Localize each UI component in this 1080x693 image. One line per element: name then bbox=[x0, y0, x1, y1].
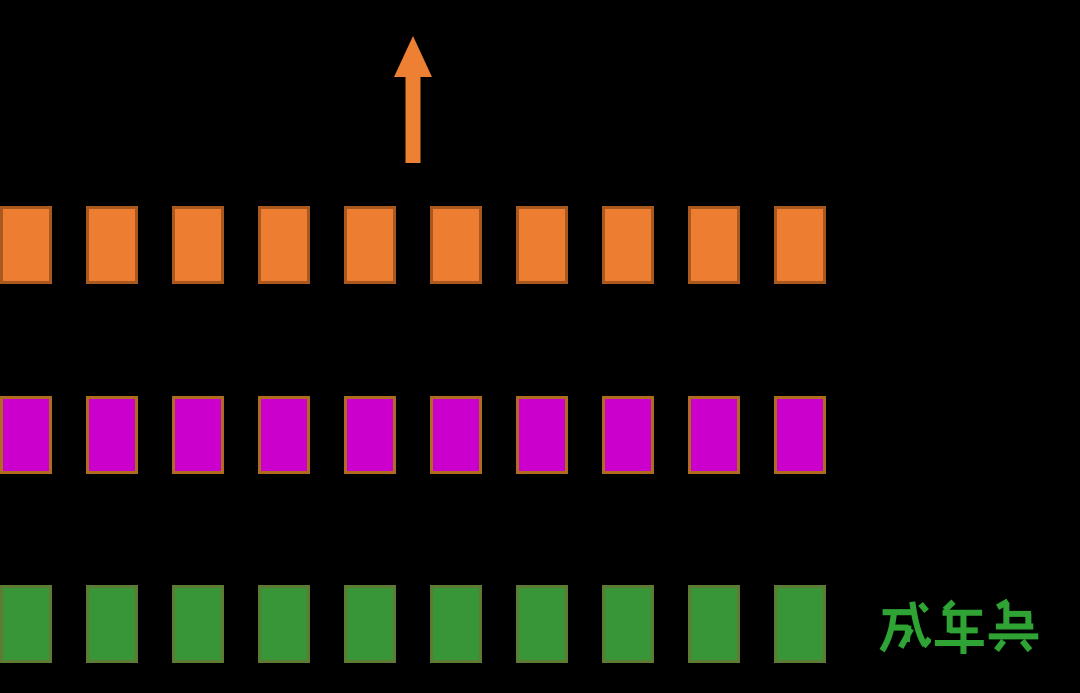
green-row-label: 成年兵 bbox=[876, 598, 1041, 655]
magenta-row-unit bbox=[430, 396, 482, 474]
green-unit-row bbox=[0, 585, 826, 663]
orange-row-unit bbox=[516, 206, 568, 284]
orange-row-unit bbox=[86, 206, 138, 284]
up-arrow-icon bbox=[383, 33, 443, 163]
orange-row-unit bbox=[258, 206, 310, 284]
magenta-row-unit bbox=[86, 396, 138, 474]
green-row-unit bbox=[172, 585, 224, 663]
green-row-unit bbox=[430, 585, 482, 663]
up-arrow-shape bbox=[394, 36, 432, 163]
magenta-unit-row bbox=[0, 396, 826, 474]
magenta-row-unit bbox=[344, 396, 396, 474]
glyph-nian bbox=[934, 599, 984, 654]
orange-row-unit bbox=[0, 206, 52, 284]
magenta-row-unit bbox=[258, 396, 310, 474]
magenta-row-unit bbox=[516, 396, 568, 474]
orange-row-unit bbox=[344, 206, 396, 284]
orange-row-unit bbox=[774, 206, 826, 284]
green-row-unit bbox=[516, 585, 568, 663]
orange-row-unit bbox=[688, 206, 740, 284]
magenta-row-unit bbox=[172, 396, 224, 474]
green-row-unit bbox=[86, 585, 138, 663]
magenta-row-unit bbox=[688, 396, 740, 474]
up-arrow-svg bbox=[394, 36, 432, 163]
green-row-unit bbox=[0, 585, 52, 663]
green-row-unit bbox=[602, 585, 654, 663]
orange-row-unit bbox=[172, 206, 224, 284]
orange-row-unit bbox=[430, 206, 482, 284]
magenta-row-unit bbox=[602, 396, 654, 474]
magenta-row-unit bbox=[0, 396, 52, 474]
green-row-unit bbox=[774, 585, 826, 663]
glyph-cheng bbox=[879, 601, 931, 653]
magenta-row-unit bbox=[774, 396, 826, 474]
orange-unit-row bbox=[0, 206, 826, 284]
green-row-unit bbox=[688, 585, 740, 663]
orange-row-unit bbox=[602, 206, 654, 284]
green-row-unit bbox=[344, 585, 396, 663]
glyph-bing bbox=[988, 598, 1039, 653]
green-row-unit bbox=[258, 585, 310, 663]
